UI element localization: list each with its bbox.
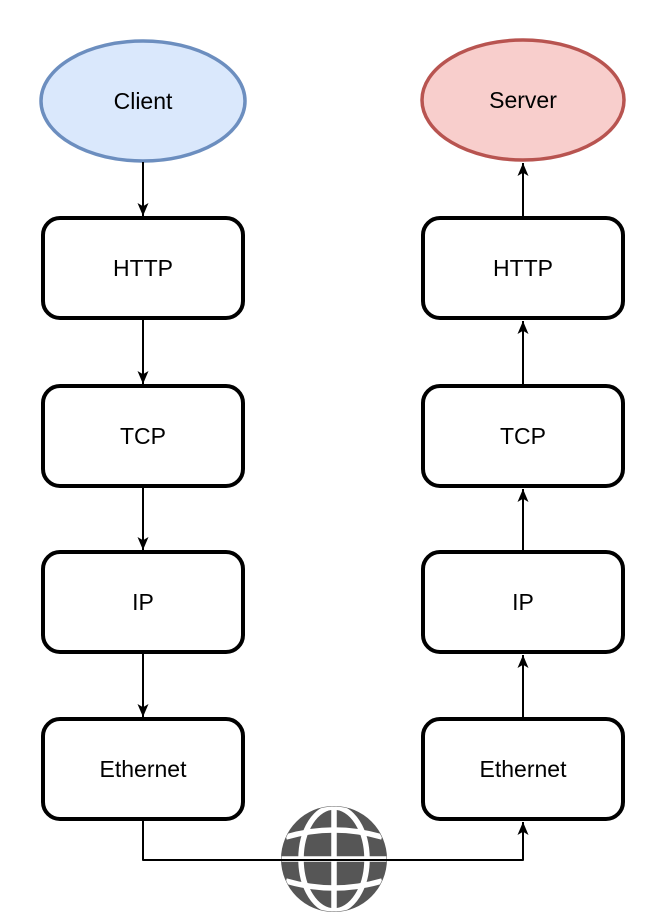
client-http-box bbox=[41, 216, 245, 320]
server-ellipse bbox=[420, 38, 626, 162]
client-tcp-node: TCP bbox=[41, 384, 245, 488]
client-ip-node: IP bbox=[41, 550, 245, 654]
arrow-ethernet-to-ethernet-via-internet bbox=[142, 819, 529, 861]
client-label: Client bbox=[114, 88, 173, 114]
server-ethernet-box bbox=[421, 717, 625, 821]
server-label: Server bbox=[489, 87, 557, 113]
server-tcp-label: TCP bbox=[500, 423, 546, 449]
server-ip-node: IP bbox=[421, 550, 625, 654]
server-ip-label: IP bbox=[512, 589, 534, 615]
server-http-node: HTTP bbox=[421, 216, 625, 320]
client-ethernet-node: Ethernet bbox=[41, 717, 245, 821]
globe-latitude-north bbox=[285, 827, 383, 840]
client-ip-box bbox=[41, 550, 245, 654]
globe-latitude-south bbox=[285, 878, 383, 891]
client-ethernet-label: Ethernet bbox=[100, 756, 188, 782]
client-node: Client bbox=[39, 39, 247, 163]
server-ip-box bbox=[421, 550, 625, 654]
server-tcp-box bbox=[421, 384, 625, 488]
server-ethernet-node: Ethernet bbox=[421, 717, 625, 821]
server-stack: Server HTTP TCP IP Ethernet bbox=[420, 38, 626, 821]
server-node: Server bbox=[420, 38, 626, 162]
client-ellipse bbox=[39, 39, 247, 163]
server-http-box bbox=[421, 216, 625, 320]
client-tcp-label: TCP bbox=[120, 423, 166, 449]
server-ethernet-label: Ethernet bbox=[480, 756, 568, 782]
server-tcp-node: TCP bbox=[421, 384, 625, 488]
client-stack: Client HTTP TCP IP Ethernet bbox=[39, 39, 247, 821]
client-http-node: HTTP bbox=[41, 216, 245, 320]
server-http-label: HTTP bbox=[493, 255, 553, 281]
client-tcp-box bbox=[41, 384, 245, 488]
client-ip-label: IP bbox=[132, 589, 154, 615]
client-http-label: HTTP bbox=[113, 255, 173, 281]
